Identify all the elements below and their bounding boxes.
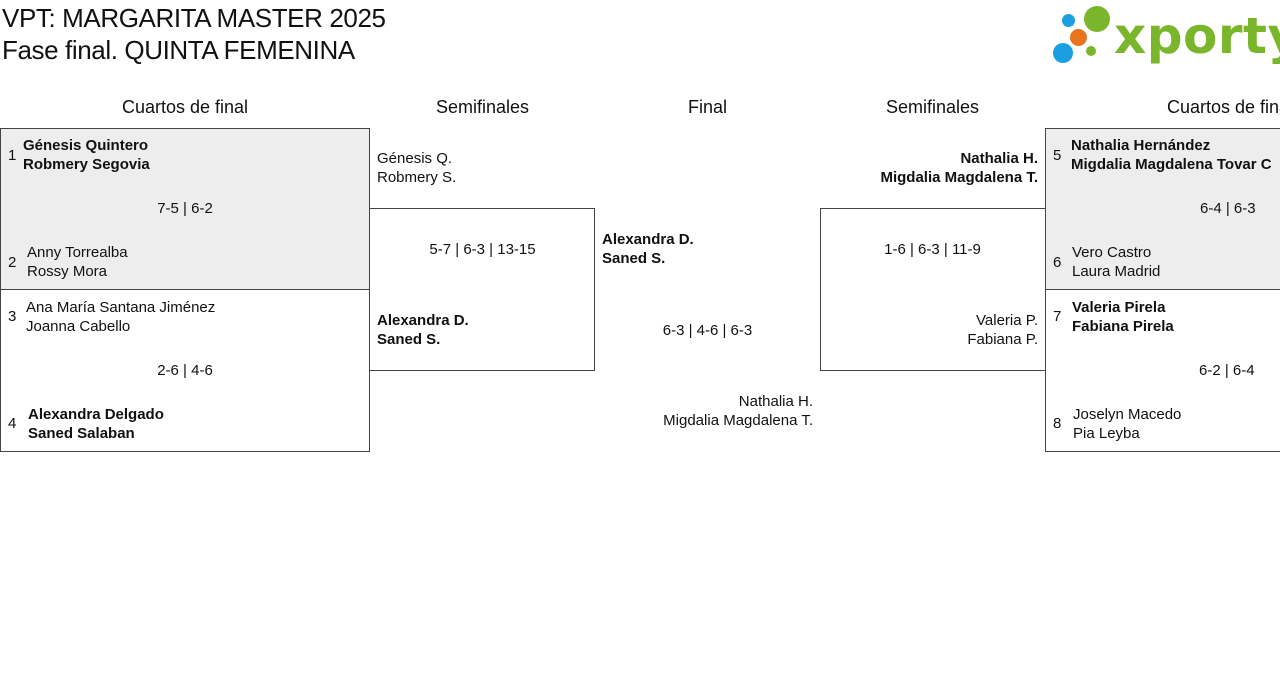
player-name: Nathalia H. (738, 393, 813, 410)
player-name: Alexandra D. (377, 312, 469, 329)
seed-number: 1 (8, 147, 17, 164)
page-title: VPT: MARGARITA MASTER 2025 (2, 3, 386, 33)
left-qf-match-1: 1 Génesis Quintero Robmery Segovia 7-5 |… (0, 128, 370, 290)
left-sf-score: 5-7 | 6-3 | 13-15 (429, 241, 536, 258)
logo-text: xporty (1114, 7, 1280, 65)
team-names-winner: Nathalia Hernández Migdalia Magdalena To… (1071, 136, 1272, 174)
left-sf-team-a: Génesis Q. Robmery S. (377, 149, 456, 187)
logo-green-dot-icon (1084, 6, 1110, 32)
team-names: Ana María Santana Jiménez Joanna Cabello (26, 298, 215, 336)
page-subtitle: Fase final. QUINTA FEMENINA (2, 35, 355, 65)
seed-number: 3 (8, 308, 17, 325)
team-names: Anny Torrealba Rossy Mora (27, 243, 128, 281)
player-name: Vero Castro (1072, 244, 1152, 261)
round-header-left-qf: Cuartos de final (121, 97, 249, 117)
player-name: Migdalia Magdalena Tovar C (1071, 156, 1272, 173)
round-header-right-qf: Cuartos de final (1166, 97, 1280, 117)
match-score: 6-2 | 6-4 (1199, 362, 1255, 379)
player-name: Valeria Pirela (1072, 299, 1166, 316)
right-sf-score: 1-6 | 6-3 | 11-9 (884, 241, 981, 258)
player-name: Valeria P. (976, 312, 1038, 329)
final-team-b: Nathalia H. Migdalia Magdalena T. (595, 392, 813, 430)
match-score: 6-4 | 6-3 (1200, 200, 1256, 217)
player-name: Saned Salaban (28, 425, 135, 442)
right-qf-match-1: 5 Nathalia Hernández Migdalia Magdalena … (1045, 128, 1280, 290)
team-names: Vero Castro Laura Madrid (1072, 243, 1160, 281)
right-sf-team-a-winner: Nathalia H. Migdalia Magdalena T. (820, 149, 1038, 187)
round-header-final: Final (687, 97, 727, 117)
final-score: 6-3 | 4-6 | 6-3 (662, 322, 753, 339)
match-score: 2-6 | 4-6 (157, 362, 213, 379)
logo-green-dot-small-icon (1086, 46, 1096, 56)
player-name: Migdalia Magdalena T. (880, 169, 1038, 186)
xporty-logo: xporty (1052, 4, 1280, 68)
seed-number: 6 (1053, 254, 1062, 271)
team-names-winner: Génesis Quintero Robmery Segovia (23, 136, 150, 174)
player-name: Génesis Quintero (23, 137, 149, 154)
match-score: 7-5 | 6-2 (157, 200, 213, 217)
player-name: Nathalia Hernández (1071, 137, 1211, 154)
player-name: Nathalia H. (960, 150, 1038, 167)
left-sf-connector (369, 208, 595, 371)
logo-blue-dot-icon (1053, 43, 1073, 63)
round-header-left-sf: Semifinales (435, 97, 530, 117)
right-sf-team-b: Valeria P. Fabiana P. (820, 311, 1038, 349)
player-name: Pia Leyba (1073, 425, 1140, 442)
seed-number: 2 (8, 254, 17, 271)
player-name: Alexandra D. (602, 231, 694, 248)
player-name: Robmery S. (377, 169, 457, 186)
team-names-winner: Valeria Pirela Fabiana Pirela (1072, 298, 1174, 336)
player-name: Joselyn Macedo (1073, 406, 1182, 423)
left-sf-team-b-winner: Alexandra D. Saned S. (377, 311, 469, 349)
player-name: Fabiana P. (967, 331, 1038, 348)
team-names: Joselyn Macedo Pia Leyba (1073, 405, 1181, 443)
round-header-right-sf: Semifinales (885, 97, 980, 117)
player-name: Rossy Mora (27, 263, 108, 280)
seed-number: 5 (1053, 147, 1062, 164)
logo-blue-dot-small-icon (1062, 14, 1075, 27)
seed-number: 8 (1053, 415, 1062, 432)
player-name: Migdalia Magdalena T. (663, 412, 813, 429)
player-name: Fabiana Pirela (1072, 318, 1174, 335)
final-team-a-winner: Alexandra D. Saned S. (602, 230, 694, 268)
right-qf-match-2: 7 Valeria Pirela Fabiana Pirela 6-2 | 6-… (1045, 289, 1280, 452)
player-name: Saned S. (602, 250, 666, 267)
left-qf-match-2: 3 Ana María Santana Jiménez Joanna Cabel… (0, 289, 370, 452)
player-name: Génesis Q. (377, 150, 453, 167)
team-names-winner: Alexandra Delgado Saned Salaban (28, 405, 164, 443)
player-name: Laura Madrid (1072, 263, 1161, 280)
player-name: Saned S. (377, 331, 441, 348)
player-name: Anny Torrealba (27, 244, 128, 261)
seed-number: 4 (8, 415, 17, 432)
player-name: Joanna Cabello (26, 318, 131, 335)
player-name: Robmery Segovia (23, 156, 150, 173)
player-name: Ana María Santana Jiménez (26, 299, 216, 316)
seed-number: 7 (1053, 308, 1062, 325)
player-name: Alexandra Delgado (28, 406, 164, 423)
logo-orange-dot-icon (1070, 29, 1087, 46)
